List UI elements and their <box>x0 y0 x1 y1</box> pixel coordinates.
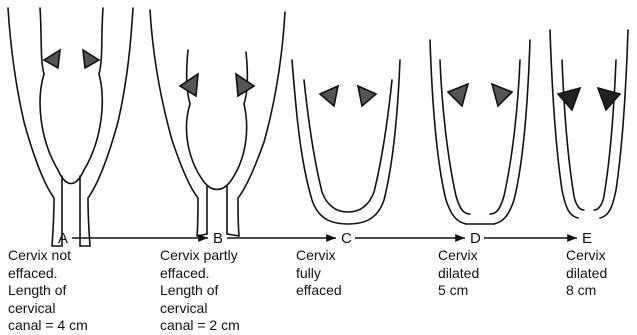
caption-line: effaced. <box>160 265 240 283</box>
caption-line: Cervix <box>296 247 342 265</box>
caption-line: Cervix partly <box>160 247 240 265</box>
caption-line: canal = 4 cm <box>8 317 88 335</box>
stage-d-illustration <box>430 40 530 224</box>
caption-line: effaced. <box>8 265 88 283</box>
stage-a-illustration <box>8 8 133 246</box>
caption-line: Length of <box>8 282 88 300</box>
caption-line: Cervix not <box>8 247 88 265</box>
caption-line: 8 cm <box>566 282 607 300</box>
stage-e-caption: Cervix dilated 8 cm <box>566 247 607 300</box>
caption-line: cervical <box>8 300 88 318</box>
stage-letter-e: E <box>582 230 592 247</box>
caption-line: cervical <box>160 300 240 318</box>
caption-line: Length of <box>160 282 240 300</box>
caption-line: 5 cm <box>438 282 479 300</box>
stage-letter-d: D <box>470 230 481 247</box>
caption-line: Cervix <box>438 247 479 265</box>
stage-c-caption: Cervix fully effaced <box>296 247 342 300</box>
stage-letter-c: C <box>341 230 352 247</box>
caption-line: fully <box>296 265 342 283</box>
caption-line: dilated <box>438 265 479 283</box>
stage-b-illustration <box>150 10 285 236</box>
caption-line: dilated <box>566 265 607 283</box>
stage-d-caption: Cervix dilated 5 cm <box>438 247 479 300</box>
stage-c-illustration <box>292 60 400 224</box>
caption-line: canal = 2 cm <box>160 317 240 335</box>
stage-b-caption: Cervix partly effaced. Length of cervica… <box>160 247 240 335</box>
stage-letter-a: A <box>58 230 68 247</box>
caption-line: Cervix <box>566 247 607 265</box>
stage-a-caption: Cervix not effaced. Length of cervical c… <box>8 247 88 335</box>
stage-e-illustration <box>550 30 628 218</box>
stage-letter-b: B <box>213 230 223 247</box>
caption-line: effaced <box>296 282 342 300</box>
